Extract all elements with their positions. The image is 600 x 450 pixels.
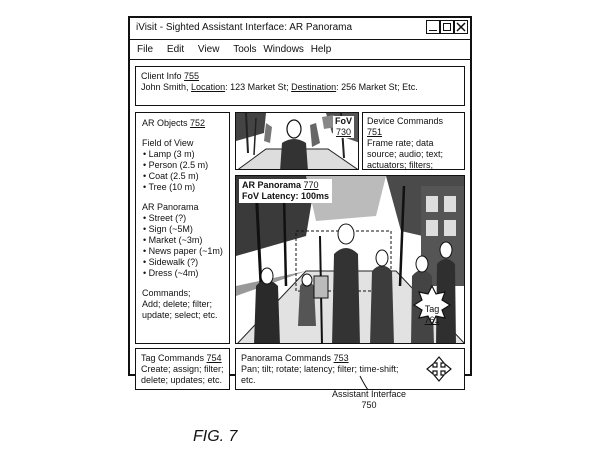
- ar-objects-ref: 752: [190, 118, 206, 128]
- panorama-commands-text: Pan; tilt; rotate; latency; filter; time…: [241, 364, 399, 385]
- panorama-scene-image: [236, 176, 464, 343]
- menu-help[interactable]: Help: [310, 44, 332, 55]
- tag-marker[interactable]: Tag 761: [417, 304, 447, 326]
- menu-tools[interactable]: Tools: [233, 44, 257, 55]
- window-title: iVisit - Sighted Assistant Interface: AR…: [136, 22, 353, 33]
- tag-label: Tag: [424, 304, 440, 314]
- ar-panorama-panel[interactable]: AR Panorama 770 FoV Latency: 100ms Tag 7…: [235, 175, 465, 344]
- panorama-commands-ref: 753: [333, 353, 349, 363]
- panorama-commands-label: Panorama Commands: [241, 353, 332, 363]
- menu-edit[interactable]: Edit: [166, 44, 185, 55]
- panorama-label-text: AR Panorama: [242, 180, 302, 190]
- location-label: Location: [191, 82, 226, 92]
- panorama-heading: AR Panorama: [142, 202, 199, 212]
- device-commands-panel: Device Commands 751 Frame rate; data sou…: [362, 112, 465, 170]
- client-name: John Smith,: [141, 82, 189, 92]
- ar-objects-label: AR Objects: [142, 118, 188, 128]
- tag-commands-label: Tag Commands: [141, 353, 205, 363]
- panorama-object-item[interactable]: • Market (~3m): [143, 235, 203, 245]
- device-commands-ref: 751: [367, 127, 383, 137]
- tag-commands-panel: Tag Commands 754 Create; assign; filter;…: [135, 348, 230, 390]
- fov-view-panel[interactable]: FoV 730: [235, 112, 359, 170]
- client-info-ref: 755: [184, 71, 200, 81]
- destination-label: Destination: [291, 82, 337, 92]
- tag-commands-text: Create; assign; filter; delete; updates;…: [141, 364, 224, 385]
- move-arrows-icon[interactable]: [426, 356, 452, 382]
- menu-view[interactable]: View: [197, 44, 220, 55]
- assistant-interface-callout: Assistant Interface 750: [319, 389, 419, 411]
- figure-caption: FIG. 7: [193, 428, 238, 445]
- menu-bar: File Edit View Tools Windows Help: [130, 40, 470, 60]
- device-commands-text: Frame rate; data source; audio; text; ac…: [367, 138, 444, 170]
- panorama-commands-panel: Panorama Commands 753 Pan; tilt; rotate;…: [235, 348, 465, 390]
- commands-heading: Commands;: [142, 288, 191, 298]
- fov-object-item[interactable]: • Lamp (3 m): [143, 149, 195, 159]
- fov-object-item[interactable]: • Person (2.5 m): [143, 160, 209, 170]
- callout-line2: 750: [361, 400, 377, 410]
- fov-label-text: FoV: [335, 116, 352, 126]
- panorama-object-item[interactable]: • Dress (~4m): [143, 268, 199, 278]
- panorama-label: AR Panorama 770 FoV Latency: 100ms: [239, 179, 333, 203]
- fov-heading: Field of View: [142, 138, 194, 148]
- fov-latency: FoV Latency: 100ms: [242, 191, 330, 201]
- fov-ref: 730: [335, 127, 352, 137]
- tag-commands-ref: 754: [206, 353, 222, 363]
- callout-line1: Assistant Interface: [331, 389, 407, 399]
- client-info-panel: Client Info 755 John Smith, Location: 12…: [135, 66, 465, 106]
- ar-objects-panel: AR Objects 752 Field of View • Lamp (3 m…: [135, 112, 230, 344]
- menu-windows[interactable]: Windows: [263, 44, 304, 55]
- panorama-ref: 770: [303, 180, 319, 190]
- panorama-object-item[interactable]: • Sidewalk (?): [143, 257, 199, 267]
- commands-text: Add; delete; filter; update; select; etc…: [142, 299, 218, 320]
- device-commands-label: Device Commands: [367, 116, 444, 126]
- fov-label: FoV 730: [333, 116, 354, 138]
- panorama-object-item[interactable]: • News paper (~1m): [143, 246, 223, 256]
- client-info-label: Client Info: [141, 71, 182, 81]
- close-icon[interactable]: [454, 20, 468, 34]
- panorama-object-item[interactable]: • Sign (~5M): [143, 224, 193, 234]
- tag-ref: 761: [424, 315, 440, 325]
- location-value: : 123 Market St;: [225, 82, 289, 92]
- panorama-object-item[interactable]: • Street (?): [143, 213, 187, 223]
- title-bar: iVisit - Sighted Assistant Interface: AR…: [130, 18, 470, 40]
- fov-object-item[interactable]: • Tree (10 m): [143, 182, 196, 192]
- destination-value: : 256 Market St; Etc.: [336, 82, 418, 92]
- assistant-interface-window: iVisit - Sighted Assistant Interface: AR…: [128, 16, 472, 390]
- maximize-icon[interactable]: [440, 20, 454, 34]
- minimize-icon[interactable]: [426, 20, 440, 34]
- menu-file[interactable]: File: [137, 44, 154, 55]
- fov-object-item[interactable]: • Coat (2.5 m): [143, 171, 199, 181]
